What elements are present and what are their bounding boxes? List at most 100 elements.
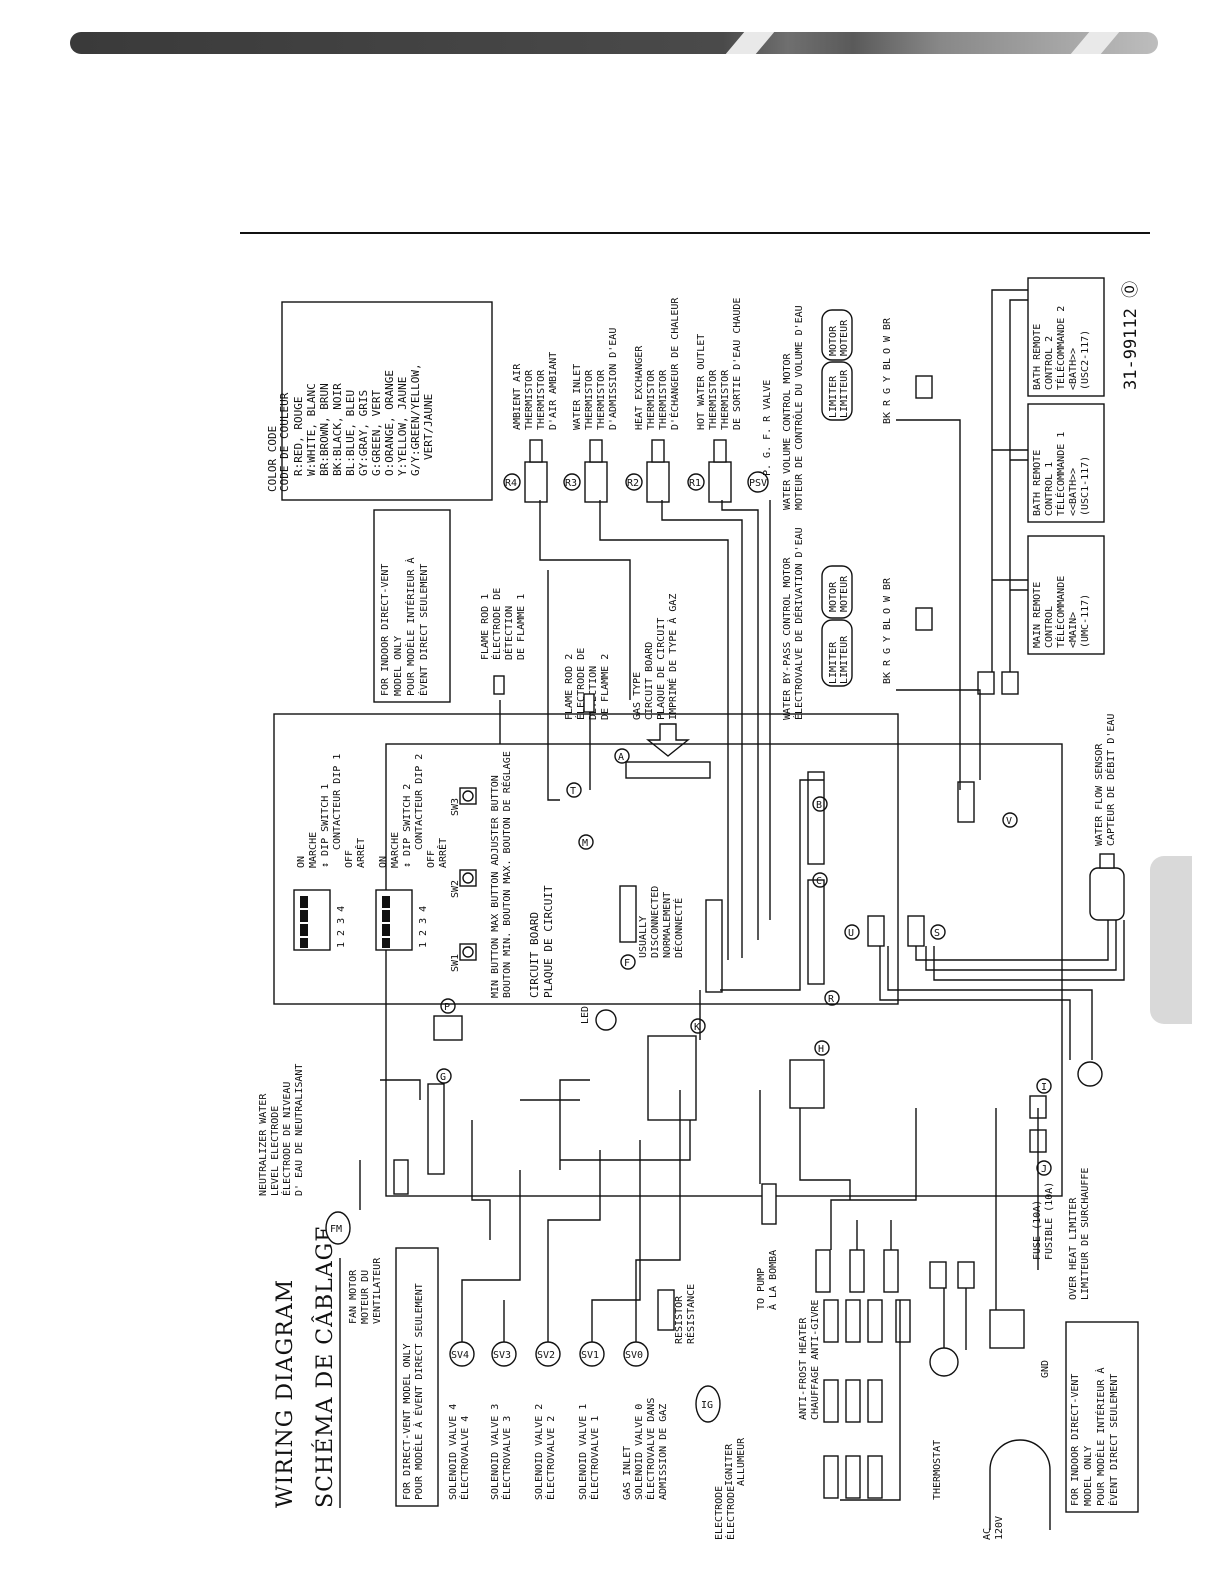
svg-text:GAS INLET: GAS INLET bbox=[622, 1446, 633, 1500]
svg-text:ÉLECTRODE DE: ÉLECTRODE DE bbox=[490, 588, 503, 660]
svg-text:FOR DIRECT-VENT MODEL ONLY: FOR DIRECT-VENT MODEL ONLY bbox=[402, 1343, 413, 1500]
title-en: WIRING DIAGRAM bbox=[273, 1279, 298, 1508]
svg-text:TO PUMP: TO PUMP bbox=[756, 1268, 767, 1310]
svg-text:SOLENOID VALVE 3: SOLENOID VALVE 3 bbox=[490, 1404, 501, 1500]
svg-text:G: G bbox=[882, 388, 893, 394]
svg-text:FUSIBLE (10A): FUSIBLE (10A) bbox=[1044, 1182, 1055, 1260]
svg-text:O: O bbox=[882, 348, 893, 354]
svg-text:PLAQUE DE CIRCUIT: PLAQUE DE CIRCUIT bbox=[542, 885, 555, 998]
svg-text:1 2 3 4: 1 2 3 4 bbox=[418, 906, 429, 948]
svg-text:SOLENOID VALVE 4: SOLENOID VALVE 4 bbox=[448, 1404, 459, 1500]
svg-text:CHAUFFAGE ANTI-GIVRE: CHAUFFAGE ANTI-GIVRE bbox=[810, 1300, 821, 1420]
svg-text:THERMISTOR: THERMISTOR bbox=[708, 369, 719, 430]
flame-rod-1: FLAME ROD 1 ÉLECTRODE DE DÉTECTION DE FL… bbox=[480, 588, 527, 660]
svg-text:U: U bbox=[848, 928, 854, 939]
main-wiring bbox=[359, 419, 1125, 1350]
svg-text:WATER INLET: WATER INLET bbox=[572, 364, 583, 430]
svg-text:SOLENOID VALVE 2: SOLENOID VALVE 2 bbox=[534, 1404, 545, 1500]
connector-p-block bbox=[433, 1015, 463, 1041]
svg-text:1 2 3 4: 1 2 3 4 bbox=[336, 906, 347, 948]
svg-text:BOUTON MIN. BOUTON MAX. BOUTON: BOUTON MIN. BOUTON MAX. BOUTON DE RÉGLAG… bbox=[500, 751, 513, 998]
svg-text:BL:BLUE, BLEU: BL:BLUE, BLEU bbox=[344, 390, 357, 476]
svg-text:VENTILATEUR: VENTILATEUR bbox=[372, 1257, 383, 1324]
svg-text:ÉLECTROVALVE DANS: ÉLECTROVALVE DANS bbox=[644, 1398, 657, 1500]
svg-text:D'ADMISSION D'EAU: D'ADMISSION D'EAU bbox=[608, 328, 619, 430]
svg-text:HEAT EXCHANGER: HEAT EXCHANGER bbox=[634, 345, 645, 430]
svg-text:LED: LED bbox=[580, 1006, 591, 1024]
indoor-note-bottom: FOR INDOOR DIRECT-VENT MODEL ONLY POUR M… bbox=[1070, 1368, 1120, 1506]
connector-labels: A B C F G H I J K M P R S T U V bbox=[436, 748, 1052, 1176]
svg-text:R:RED, ROUGE: R:RED, ROUGE bbox=[292, 397, 305, 476]
dip-switch-2: ON MARCHE ↕ DIP SWITCH 2 CONTACTEUR DIP … bbox=[375, 754, 449, 951]
side-section-tab bbox=[1150, 856, 1192, 1024]
indoor-note-top: FOR INDOOR DIRECT-VENT MODEL ONLY POUR M… bbox=[380, 558, 430, 696]
svg-text:CONTROL 2: CONTROL 2 bbox=[1044, 336, 1055, 390]
svg-text:FLAME ROD 2: FLAME ROD 2 bbox=[564, 654, 575, 720]
svg-text:OFF: OFF bbox=[426, 850, 437, 868]
svg-text:FAN MOTOR: FAN MOTOR bbox=[348, 1269, 359, 1324]
svg-text:R3: R3 bbox=[565, 478, 577, 489]
svg-text:P: P bbox=[444, 1002, 450, 1013]
svg-text:MARCHE: MARCHE bbox=[308, 832, 319, 868]
svg-text:LIMITEUR: LIMITEUR bbox=[839, 635, 850, 684]
svg-text:(USC2-117): (USC2-117) bbox=[1080, 330, 1091, 390]
svg-text:FOR INDOOR DIRECT-VENT: FOR INDOOR DIRECT-VENT bbox=[380, 564, 391, 696]
svg-text:ON: ON bbox=[378, 856, 389, 868]
svg-text:CONTROL: CONTROL bbox=[1044, 606, 1055, 648]
header-rule bbox=[240, 232, 1150, 234]
svg-text:CIRCUIT BOARD: CIRCUIT BOARD bbox=[528, 912, 541, 998]
svg-text:À LA BOMBA: À LA BOMBA bbox=[766, 1250, 779, 1310]
color-code-box bbox=[281, 301, 493, 501]
svg-text:V: V bbox=[1006, 816, 1012, 827]
svg-text:SW2: SW2 bbox=[450, 880, 461, 898]
svg-text:R2: R2 bbox=[627, 478, 639, 489]
svg-text:G:GREEN, VERT: G:GREEN, VERT bbox=[370, 390, 383, 476]
svg-text:PLAQUE DE CIRCUIT: PLAQUE DE CIRCUIT bbox=[656, 618, 667, 720]
connector-s-block bbox=[907, 915, 925, 947]
svg-text:BATH REMOTE: BATH REMOTE bbox=[1032, 324, 1043, 390]
svg-text:ARRÊT: ARRÊT bbox=[436, 838, 449, 868]
svg-text:POUR MODÈLE INTÉRIEUR À: POUR MODÈLE INTÉRIEUR À bbox=[1094, 1368, 1107, 1506]
svg-text:G/Y:GREEN/YELLOW,: G/Y:GREEN/YELLOW, bbox=[409, 363, 422, 476]
svg-text:WATER FLOW SENSOR: WATER FLOW SENSOR bbox=[1094, 743, 1105, 846]
svg-text:DÉTECTION: DÉTECTION bbox=[502, 606, 515, 660]
svg-text:THERMISTOR: THERMISTOR bbox=[584, 369, 595, 430]
svg-text:COLOR CODE: COLOR CODE bbox=[266, 426, 279, 492]
svg-text:W: W bbox=[882, 335, 893, 342]
header-banner bbox=[70, 32, 1158, 54]
svg-text:THERMOSTAT: THERMOSTAT bbox=[932, 1440, 943, 1500]
svg-text:USUALLY: USUALLY bbox=[638, 916, 649, 958]
svg-text:MIN BUTTON MAX BUTTON ADJUST: MIN BUTTON MAX BUTTON ADJUSTER BUTTON bbox=[490, 775, 501, 998]
svg-text:BL: BL bbox=[882, 358, 893, 370]
svg-text:ON: ON bbox=[296, 856, 307, 868]
svg-text:THERMISTOR: THERMISTOR bbox=[524, 369, 535, 430]
svg-text:BL: BL bbox=[882, 618, 893, 630]
svg-text:POUR MODÈLE À ÉVENT DIRECT SEU: POUR MODÈLE À ÉVENT DIRECT SEULEMENT bbox=[412, 1283, 425, 1500]
color-code: COLOR CODE CODE DE COULEUR R:RED, ROUGE … bbox=[266, 363, 435, 492]
svg-text:ÉLECTRODE DE NIVEAU: ÉLECTRODE DE NIVEAU bbox=[280, 1082, 293, 1196]
svg-text:CONTACTEUR DIP 1: CONTACTEUR DIP 1 bbox=[332, 754, 343, 850]
svg-text:POUR MODÈLE INTÉRIEUR À: POUR MODÈLE INTÉRIEUR À bbox=[404, 558, 417, 696]
svg-text:THERMISTOR: THERMISTOR bbox=[536, 369, 547, 430]
svg-text:ÉVENT DIRECT SEULEMENT: ÉVENT DIRECT SEULEMENT bbox=[1107, 1374, 1120, 1506]
connector-f-block bbox=[619, 885, 637, 943]
remote-bath-2: BATH REMOTE CONTROL 2 TÉLÉCOMMANDE 2 <BA… bbox=[1027, 277, 1105, 397]
fan-motor: FM FAN MOTOR MOTEUR DU VENTILATEUR bbox=[325, 1211, 383, 1324]
arrow-down bbox=[646, 723, 690, 757]
gas-type-board: GAS TYPE CIRCUIT BOARD PLAQUE DE CIRCUIT… bbox=[632, 594, 679, 720]
svg-text:R4: R4 bbox=[505, 478, 517, 489]
svg-text:G: G bbox=[882, 648, 893, 654]
connector-a-block bbox=[625, 761, 711, 779]
svg-text:O:ORANGE, ORANGE: O:ORANGE, ORANGE bbox=[383, 370, 396, 476]
svg-text:DE SORTIE D'EAU CHAUDE: DE SORTIE D'EAU CHAUDE bbox=[732, 298, 743, 430]
direct-vent-note: FOR DIRECT-VENT MODEL ONLY POUR MODÈLE À… bbox=[402, 1283, 425, 1500]
svg-text:T: T bbox=[570, 786, 576, 797]
svg-text:Y: Y bbox=[882, 376, 893, 382]
svg-text:I: I bbox=[1041, 1082, 1047, 1093]
svg-text:H: H bbox=[818, 1044, 824, 1055]
push-buttons: SW1 SW2 SW3 MIN BUTTON MAX BUTTON ADJUST… bbox=[450, 751, 513, 998]
